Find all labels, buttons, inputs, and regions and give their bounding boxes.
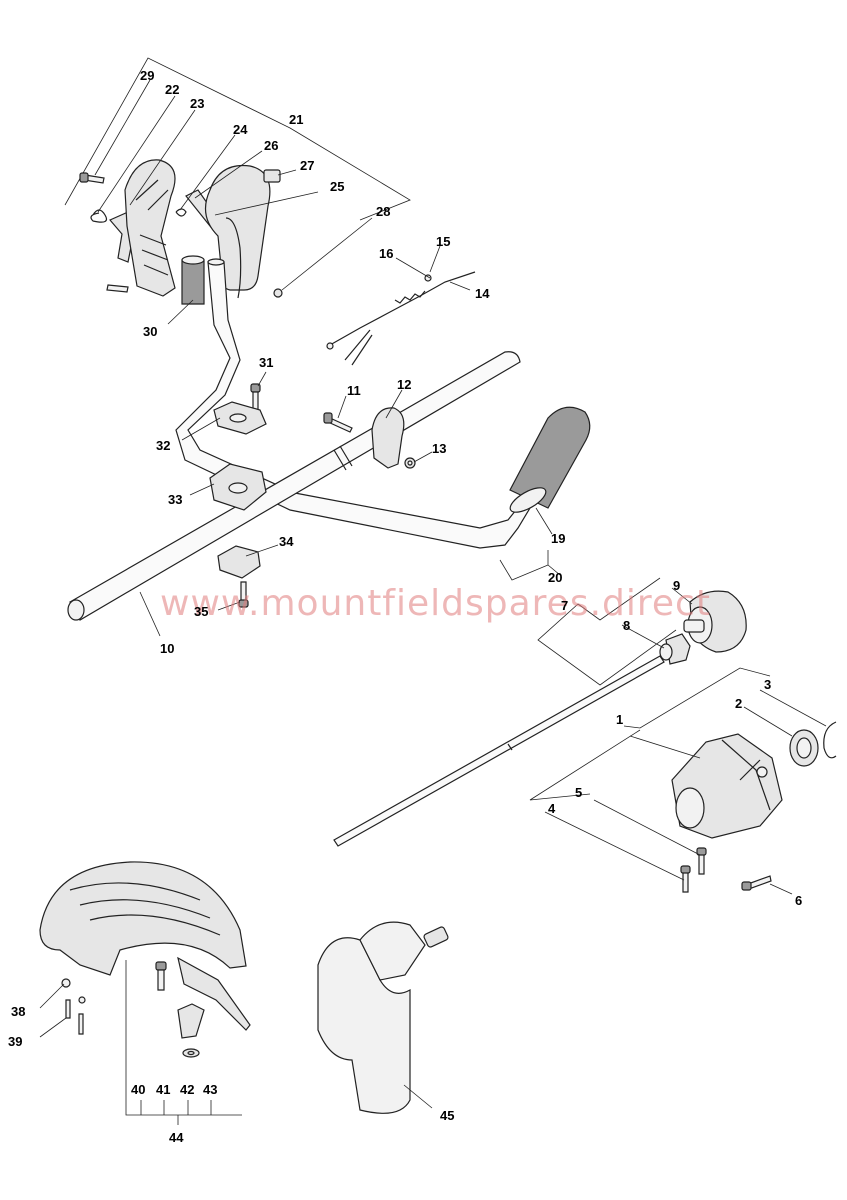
callout-25: 25 [330,179,344,194]
callout-26: 26 [264,138,278,153]
watermark-text: www.mountfieldspares.direct [160,583,711,624]
main-drive-tube [67,351,521,621]
callout-34: 34 [279,534,294,549]
callout-30: 30 [143,324,157,339]
cutting-guard [39,861,251,1125]
callout-1: 1 [616,712,623,727]
housing-screws [680,847,772,893]
callout-24: 24 [233,122,248,137]
callout-13: 13 [432,441,446,456]
callout-16: 16 [379,246,393,261]
clutch-adapter [659,633,691,665]
callout-2: 2 [735,696,742,711]
clutch-housing [671,733,783,839]
callout-43: 43 [203,1082,217,1097]
leader-lines [39,79,827,1109]
callout-45: 45 [440,1108,454,1123]
callout-labels: 1 2 3 4 5 6 7 8 9 10 11 12 13 14 15 16 1… [8,68,802,1145]
shoulder-harness [317,921,449,1114]
callout-42: 42 [180,1082,194,1097]
callout-14: 14 [475,286,490,301]
callout-32: 32 [156,438,170,453]
callout-23: 23 [190,96,204,111]
callout-4: 4 [548,801,556,816]
callout-7: 7 [561,598,568,613]
drive-shaft [333,655,665,847]
callout-9: 9 [673,578,680,593]
callout-20: 20 [548,570,562,585]
callout-35: 35 [194,604,208,619]
bearing [789,729,819,767]
callout-38: 38 [11,1004,25,1019]
callout-6: 6 [795,893,802,908]
callout-3: 3 [764,677,771,692]
wiring-harness [326,271,476,366]
clutch-drum [683,590,747,653]
circlip [823,721,837,759]
callout-27: 27 [300,158,314,173]
callout-19: 19 [551,531,565,546]
callout-33: 33 [168,492,182,507]
loop-handle [175,258,591,549]
throttle-handle-assembly [64,57,411,305]
callout-28: 28 [376,204,390,219]
callout-21: 21 [289,112,303,127]
callout-8: 8 [623,618,630,633]
callout-15: 15 [436,234,450,249]
handle-clamp-parts [209,383,416,608]
callout-22: 22 [165,82,179,97]
callout-10: 10 [160,641,174,656]
callout-41: 41 [156,1082,170,1097]
callout-31: 31 [259,355,273,370]
callout-12: 12 [397,377,411,392]
callout-39: 39 [8,1034,22,1049]
callout-5: 5 [575,785,582,800]
callout-44: 44 [169,1130,184,1145]
callout-11: 11 [347,383,361,398]
callout-29: 29 [140,68,154,83]
callout-40: 40 [131,1082,145,1097]
